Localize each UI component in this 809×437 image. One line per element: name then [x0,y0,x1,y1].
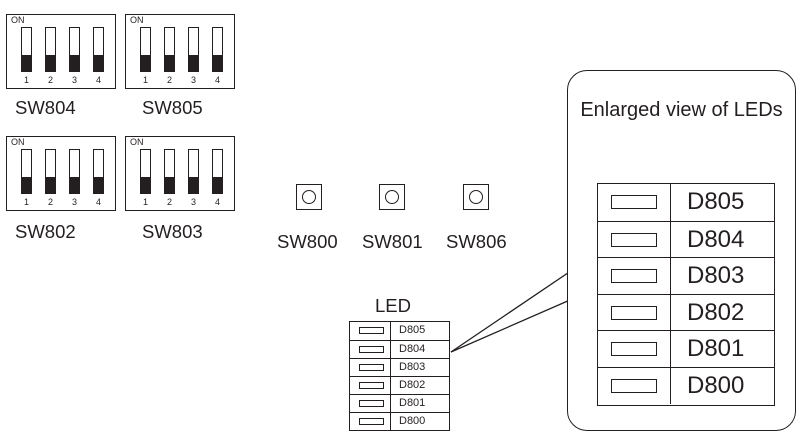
position-number: 2 [166,75,172,85]
sw800-button[interactable] [296,184,322,210]
on-label: ON [11,15,25,25]
sw806-label: SW806 [446,231,507,252]
led-name: D800 [670,367,744,404]
position-number: 2 [47,75,53,85]
sw802-label: SW802 [15,221,76,242]
dip-toggle[interactable] [140,27,151,72]
dip-toggle[interactable] [212,27,223,72]
led-name: D802 [670,294,744,331]
position-number: 3 [71,75,77,85]
led-row: D805 [350,322,449,340]
led-name: D805 [670,184,744,221]
led-row: D803 [598,257,774,294]
led-name: D801 [670,331,744,367]
led-name: D801 [390,395,425,412]
dip-toggle[interactable] [164,27,175,72]
led-row: D803 [350,358,449,376]
button-circle-icon [469,190,483,204]
led-lamp-icon [359,364,384,371]
position-number: 1 [23,197,29,207]
led-lamp-icon [359,382,384,389]
sw801-label: SW801 [362,231,423,252]
led-row: D802 [598,293,774,331]
dip-toggle[interactable] [21,27,32,72]
dip-toggle[interactable] [69,27,80,72]
position-number: 3 [190,75,196,85]
dip-toggle[interactable] [188,27,199,72]
led-lamp-icon [611,342,657,357]
led-lamp-icon [611,305,657,320]
led-lamp-icon [611,232,657,247]
dip-toggle[interactable] [93,27,104,72]
led-name: D802 [390,377,425,394]
led-row: D805 [598,184,774,221]
led-name: D803 [390,359,425,376]
led-row: D800 [598,366,774,404]
button-circle-icon [302,190,316,204]
led-lamp-icon [359,327,384,334]
position-number: 1 [23,75,29,85]
sw805-label: SW805 [142,97,203,118]
led-row: D801 [350,394,449,412]
on-label: ON [11,137,25,147]
dip-toggle[interactable] [93,149,104,194]
led-name: D805 [390,322,425,340]
dip-switch-sw802[interactable]: ON 1 2 3 4 [6,136,116,211]
sw800-label: SW800 [277,231,338,252]
dip-toggle[interactable] [212,149,223,194]
dip-toggle[interactable] [69,149,80,194]
led-row: D804 [598,220,774,258]
led-lamp-icon [611,269,657,284]
led-lamp-icon [359,346,384,353]
on-label: ON [130,137,144,147]
position-number: 3 [71,197,77,207]
led-name: D803 [670,258,744,294]
dip-switch-sw805[interactable]: ON 1 2 3 4 [125,14,235,89]
dip-toggle[interactable] [21,149,32,194]
callout-title: Enlarged view of LEDs [580,99,783,121]
sw801-button[interactable] [379,184,405,210]
position-number: 1 [142,75,148,85]
position-number: 4 [95,75,101,85]
led-lamp-icon [611,195,657,209]
button-circle-icon [385,190,399,204]
led-name: D804 [390,341,425,358]
enlarged-led-panel: D805 D804 D803 D802 D801 D800 [597,183,775,406]
led-row: D800 [350,412,449,430]
position-number: 2 [47,197,53,207]
led-lamp-icon [359,400,384,407]
enlarged-led-callout: Enlarged view of LEDs D805 D804 D803 D80… [567,70,796,431]
position-number: 4 [95,197,101,207]
position-number: 2 [166,197,172,207]
dip-toggle[interactable] [140,149,151,194]
led-name: D804 [670,221,744,258]
led-row: D801 [598,330,774,367]
on-label: ON [130,15,144,25]
position-number: 4 [214,75,220,85]
position-number: 1 [142,197,148,207]
sw803-label: SW803 [142,221,203,242]
led-row: D804 [350,340,449,358]
led-lamp-icon [359,418,384,425]
led-row: D802 [350,376,449,394]
position-number: 4 [214,197,220,207]
dip-toggle[interactable] [45,27,56,72]
dip-toggle[interactable] [164,149,175,194]
led-lamp-icon [611,378,657,393]
position-number: 3 [190,197,196,207]
dip-toggle[interactable] [188,149,199,194]
sw804-label: SW804 [15,97,76,118]
led-name: D800 [390,413,425,430]
led-panel: D805 D804 D803 D802 D801 D800 [349,321,450,431]
dip-switch-sw803[interactable]: ON 1 2 3 4 [125,136,235,211]
led-panel-title: LED [375,295,411,316]
dip-toggle[interactable] [45,149,56,194]
sw806-button[interactable] [463,184,489,210]
dip-switch-sw804[interactable]: ON 1 2 3 4 [6,14,116,89]
